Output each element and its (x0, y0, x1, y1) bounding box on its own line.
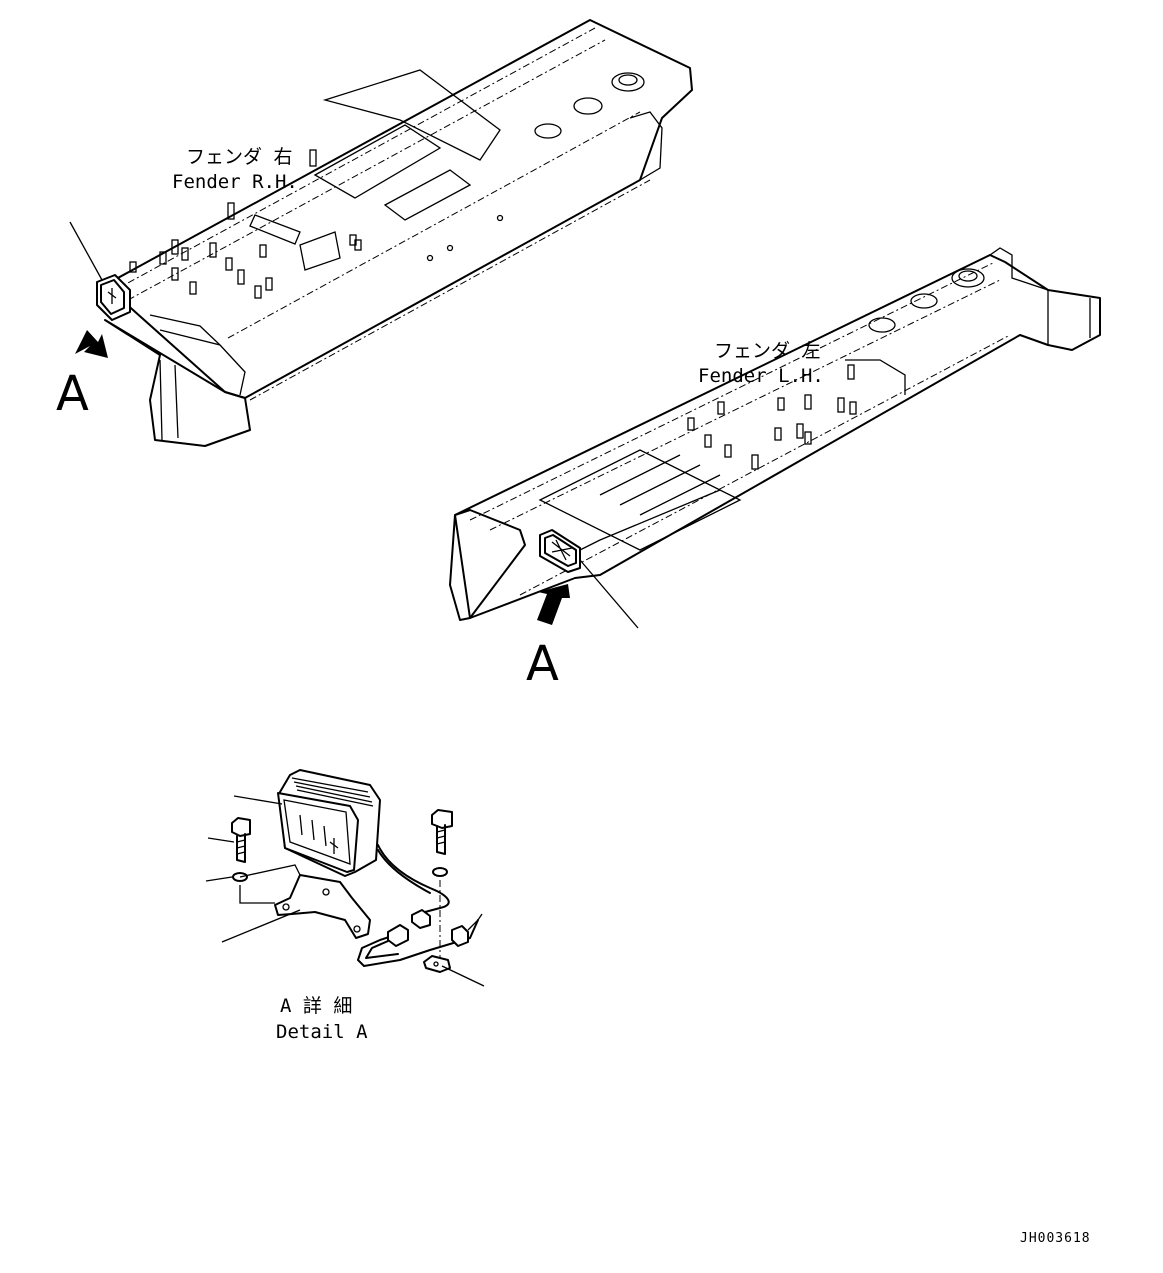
washer-right (432, 867, 448, 877)
work-lamp-rh (96, 274, 131, 321)
washer-left (232, 872, 248, 882)
bolt-left (231, 817, 251, 863)
mounting-bracket (274, 874, 371, 939)
view-marker-lh: A (526, 636, 559, 692)
clip (423, 955, 451, 973)
bolt-right (431, 809, 453, 855)
leader-bracket (221, 909, 301, 943)
wire-harness (357, 844, 483, 967)
leader-lamp (233, 795, 283, 805)
work-lamp-lh (539, 529, 581, 573)
leader-clip (441, 965, 485, 987)
detail-a-exploded-view (205, 769, 485, 987)
view-arrow-rh (75, 330, 108, 358)
view-arrow-lh (537, 584, 570, 625)
detail-a-label-en: Detail A (276, 1021, 368, 1043)
detail-a-label-ja: A 詳 細 (280, 995, 352, 1017)
drawing-code: JH003618 (1020, 1231, 1091, 1246)
lamp-housing (277, 769, 381, 877)
leader-washer (205, 876, 233, 882)
fender-lh-label-en: Fender L.H. (698, 365, 824, 387)
fender-rh-assembly (69, 19, 693, 447)
leader-bolt (207, 837, 235, 843)
fender-rh-label-en: Fender R.H. (172, 171, 298, 193)
fender-lh-label-ja: フェンダ 左 (714, 340, 820, 362)
fender-lh-assembly (449, 247, 1101, 629)
fender-rh-label-ja: フェンダ 右 (186, 146, 292, 168)
view-marker-rh: A (56, 366, 89, 422)
